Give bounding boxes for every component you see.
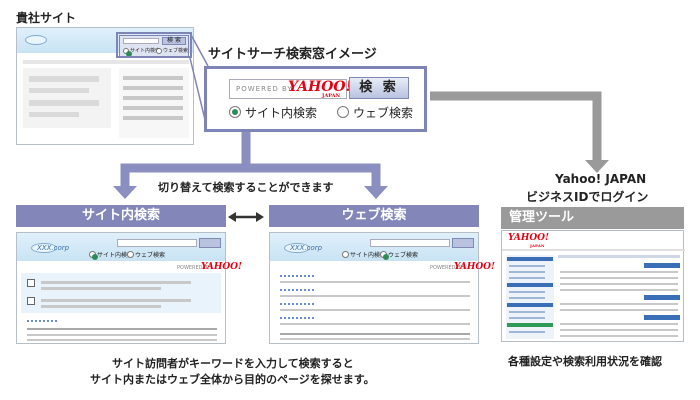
checkbox-1[interactable] [27,279,35,287]
company-radio-web-label: ウェブ検索 [163,48,189,54]
web-radio-web-label: ウェブ検索 [388,252,419,259]
site-powered-by: POWERED BY [177,265,211,271]
search-button[interactable]: 検 索 [349,77,409,99]
radio-site-search[interactable] [229,106,241,118]
admin-mockup: YAHOO! JAPAN [501,230,685,342]
company-site-mockup: 検 索 サイト内検索 ウェブ検索 [16,27,194,145]
admin-header: 管理ツール [501,207,684,229]
login-label-line2: ビジネスIDでログイン [526,190,649,204]
search-input[interactable]: POWERED BY YAHOO! JAPAN [229,79,352,99]
site-logo-text: XXX.corp [37,244,70,252]
company-mini-search: 検 索 サイト内検索 ウェブ検索 [119,35,189,57]
switch-label: 切り替えて検索することができます [158,181,334,194]
admin-yahoo-logo-sub: JAPAN [530,243,545,248]
search-window-title: サイトサーチ検索窓イメージ [208,47,377,62]
web-radio-site-label: サイト内検索 [350,252,387,259]
web-logo-text: XXX.corp [290,244,323,252]
yahoo-logo-sub: JAPAN [322,93,341,99]
yahoo-logo: YAHOO! [288,79,352,95]
powered-by-label: POWERED BY [236,85,293,93]
site-radio-site-label: サイト内検索 [97,252,134,259]
company-radio-site-label: サイト内検索 [130,48,161,54]
web-yahoo-logo: YAHOO! [454,262,495,272]
site-yahoo-logo: YAHOO! [201,262,242,272]
company-search-highlight [116,32,192,58]
search-window-box: POWERED BY YAHOO! JAPAN 検 索 サイト内検索 ウェブ検索 [204,66,427,132]
radio-site-search-label: サイト内検索 [245,106,318,120]
admin-caption: 各種設定や検索利用状況を確認 [508,355,662,368]
site-radio-web-label: ウェブ検索 [135,252,166,259]
site-search-mockup: XXX.corp サイト内検索 ウェブ検索 POWERED BY YAHOO! [16,232,242,344]
radio-web-search[interactable] [337,106,349,118]
site-search-caption-2: サイト内またはウェブ全体から目的のページを探せます。 [90,373,375,386]
company-mini-search-button: 検 索 [162,37,186,45]
web-powered-by: POWERED BY [430,265,464,271]
site-logo-icon [25,35,47,45]
web-search-header: ウェブ検索 [269,205,479,227]
admin-yahoo-logo: YAHOO! [508,233,549,243]
site-search-header: サイト内検索 [16,205,226,227]
login-label-line1: Yahoo! JAPAN [555,172,647,186]
checkbox-2[interactable] [27,297,35,305]
radio-web-search-label: ウェブ検索 [353,106,414,120]
web-search-mockup: XXX.corp サイト内検索 ウェブ検索 POWERED BY YAHOO! [269,232,495,344]
company-site-title: 貴社サイト [16,11,77,25]
site-search-caption-1: サイト訪問者がキーワードを入力して検索すると [112,357,354,370]
